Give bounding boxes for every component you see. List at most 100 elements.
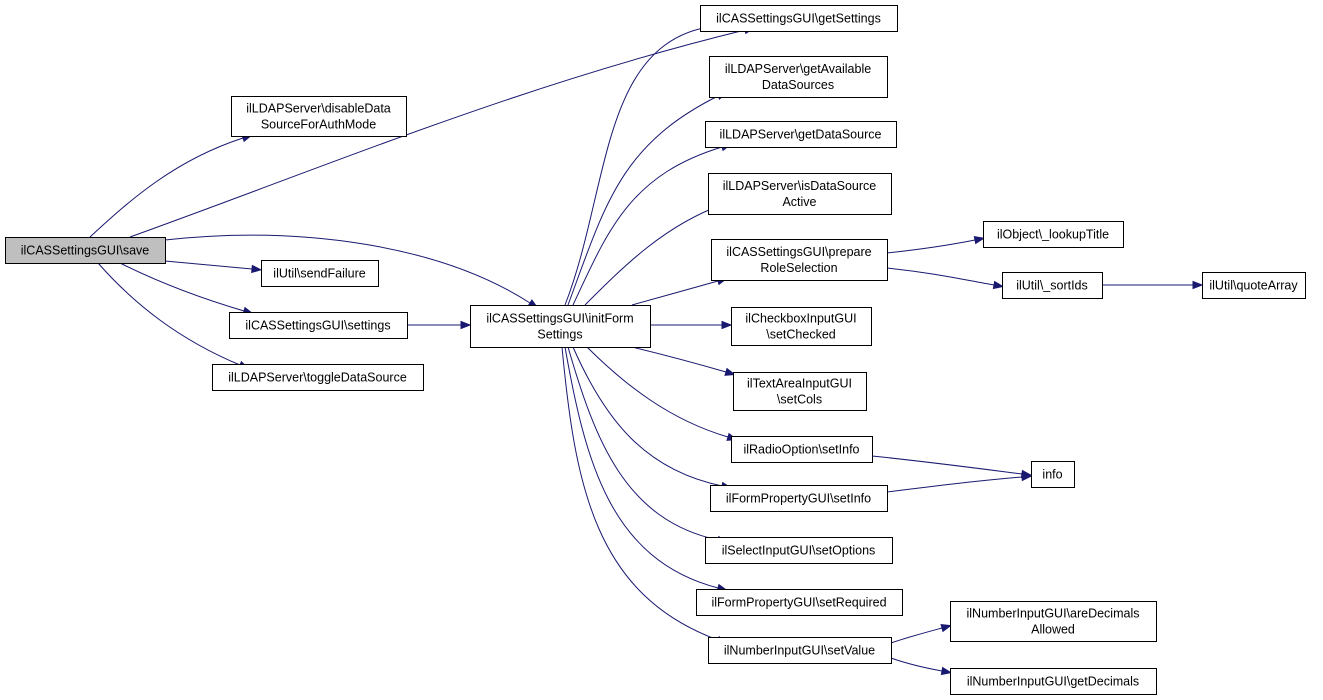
node-sortIds[interactable]: ilUtil\_sortIds bbox=[1002, 272, 1103, 299]
node-box bbox=[711, 239, 888, 281]
edge-prepareRole-to-lookupTitle bbox=[886, 235, 986, 254]
edge-line bbox=[572, 146, 723, 306]
node-getDataSource[interactable]: ilLDAPServer\getDataSource bbox=[705, 121, 897, 148]
edge-initForm-to-formInfo bbox=[572, 346, 733, 491]
node-info[interactable]: info bbox=[1031, 461, 1075, 488]
node-box bbox=[1002, 272, 1103, 299]
edge-save-to-toggle bbox=[97, 262, 250, 370]
arrowhead-icon bbox=[724, 367, 736, 376]
node-toggle[interactable]: ilLDAPServer\toggleDataSource bbox=[212, 364, 424, 391]
node-box bbox=[212, 364, 424, 391]
arrowhead-icon bbox=[251, 264, 263, 274]
arrowhead-icon bbox=[1192, 280, 1204, 290]
node-formInfo[interactable]: ilFormPropertyGUI\setInfo bbox=[710, 485, 888, 512]
node-box bbox=[709, 56, 888, 98]
node-label: ilLDAPServer\getDataSource bbox=[720, 128, 882, 142]
node-box bbox=[1202, 272, 1306, 299]
node-label: \setCols bbox=[777, 393, 822, 407]
edge-line bbox=[572, 346, 723, 487]
edge-initForm-to-isActive bbox=[584, 200, 734, 306]
edge-line bbox=[890, 627, 943, 644]
node-label: ilUtil\sendFailure bbox=[273, 267, 365, 281]
node-box bbox=[731, 307, 872, 346]
node-quoteArray[interactable]: ilUtil\quoteArray bbox=[1202, 272, 1306, 299]
node-label: ilObject\_lookupTitle bbox=[997, 228, 1109, 242]
node-label: ilCASSettingsGUI\getSettings bbox=[716, 12, 881, 26]
node-box bbox=[229, 312, 408, 339]
node-box bbox=[733, 372, 867, 411]
arrowhead-icon bbox=[973, 235, 986, 245]
edge-save-to-getSettings bbox=[129, 26, 756, 238]
arrowhead-icon bbox=[940, 624, 953, 633]
node-box bbox=[710, 485, 888, 512]
edge-formInfo-to-info bbox=[886, 472, 1033, 493]
edge-line bbox=[890, 657, 943, 672]
edge-initForm-to-setOptions bbox=[567, 346, 729, 545]
edge-line bbox=[564, 346, 719, 589]
edge-save-to-settings bbox=[119, 262, 254, 315]
node-label: info bbox=[1042, 468, 1062, 482]
edge-line bbox=[886, 267, 995, 286]
node-disable[interactable]: ilLDAPServer\disableDataSourceForAuthMod… bbox=[231, 96, 407, 137]
node-label: ilUtil\quoteArray bbox=[1209, 279, 1298, 293]
edge-initForm-to-radioInfo bbox=[586, 346, 738, 441]
node-box bbox=[705, 537, 893, 564]
node-label: ilRadioOption\setInfo bbox=[743, 443, 859, 457]
node-getSettings[interactable]: ilCASSettingsGUI\getSettings bbox=[700, 5, 898, 32]
node-lookupTitle[interactable]: ilObject\_lookupTitle bbox=[983, 221, 1124, 248]
node-setRequired[interactable]: ilFormPropertyGUI\setRequired bbox=[696, 589, 903, 616]
node-getDecimals[interactable]: ilNumberInputGUI\getDecimals bbox=[950, 668, 1157, 695]
edge-save-to-sendFailure bbox=[164, 260, 263, 274]
edge-initForm-to-getDataSource bbox=[572, 143, 732, 306]
edge-initForm-to-setChecked bbox=[650, 320, 733, 330]
node-box bbox=[731, 436, 873, 463]
edge-initForm-to-prepareRole bbox=[631, 277, 728, 306]
edge-initForm-to-getSettings bbox=[564, 21, 726, 306]
node-box bbox=[470, 305, 651, 348]
edge-settings-to-initForm bbox=[407, 320, 472, 330]
node-box bbox=[700, 5, 898, 32]
node-label: DataSources bbox=[762, 78, 834, 92]
node-label: ilLDAPServer\disableData bbox=[246, 102, 391, 116]
node-settings[interactable]: ilCASSettingsGUI\settings bbox=[229, 312, 408, 339]
edge-line bbox=[97, 262, 241, 366]
node-label: RoleSelection bbox=[760, 261, 837, 275]
node-setOptions[interactable]: ilSelectInputGUI\setOptions bbox=[705, 537, 893, 564]
node-radioInfo[interactable]: ilRadioOption\setInfo bbox=[731, 436, 873, 463]
node-box bbox=[696, 589, 903, 616]
node-label: ilLDAPServer\isDataSource bbox=[723, 179, 877, 193]
node-label: SourceForAuthMode bbox=[261, 118, 376, 132]
node-sendFailure[interactable]: ilUtil\sendFailure bbox=[261, 260, 379, 287]
node-label: Allowed bbox=[1031, 623, 1075, 637]
node-label: ilFormPropertyGUI\setRequired bbox=[711, 596, 886, 610]
nodes: ilCASSettingsGUI\save ilLDAPServer\disabl… bbox=[5, 5, 1306, 695]
node-label: ilCheckboxInputGUI bbox=[745, 312, 856, 326]
node-label: Active bbox=[782, 195, 816, 209]
edge-initForm-to-setRequired bbox=[564, 346, 729, 592]
edge-line bbox=[871, 455, 1023, 475]
edge-line bbox=[631, 280, 719, 306]
node-save[interactable]: ilCASSettingsGUI\save bbox=[5, 237, 166, 264]
node-setValue[interactable]: ilNumberInputGUI\setValue bbox=[708, 637, 892, 664]
node-setChecked[interactable]: ilCheckboxInputGUI\setChecked bbox=[731, 307, 872, 346]
edge-sortIds-to-quoteArray bbox=[1102, 280, 1204, 290]
edge-line bbox=[567, 346, 719, 541]
arrowhead-icon bbox=[940, 666, 953, 676]
edge-line bbox=[119, 262, 245, 312]
edge-radioInfo-to-info bbox=[871, 455, 1033, 479]
node-label: ilNumberInputGUI\areDecimals bbox=[967, 607, 1140, 621]
node-box bbox=[983, 221, 1124, 248]
node-label: ilSelectInputGUI\setOptions bbox=[722, 544, 876, 558]
edge-line bbox=[89, 137, 244, 238]
node-setCols[interactable]: ilTextAreaInputGUI \setCols bbox=[733, 372, 867, 411]
node-label: ilTextAreaInputGUI bbox=[747, 377, 852, 391]
node-label: ilLDAPServer\getAvailable bbox=[725, 62, 871, 76]
arrowhead-icon bbox=[1021, 472, 1033, 482]
node-label: ilLDAPServer\toggleDataSource bbox=[228, 371, 407, 385]
